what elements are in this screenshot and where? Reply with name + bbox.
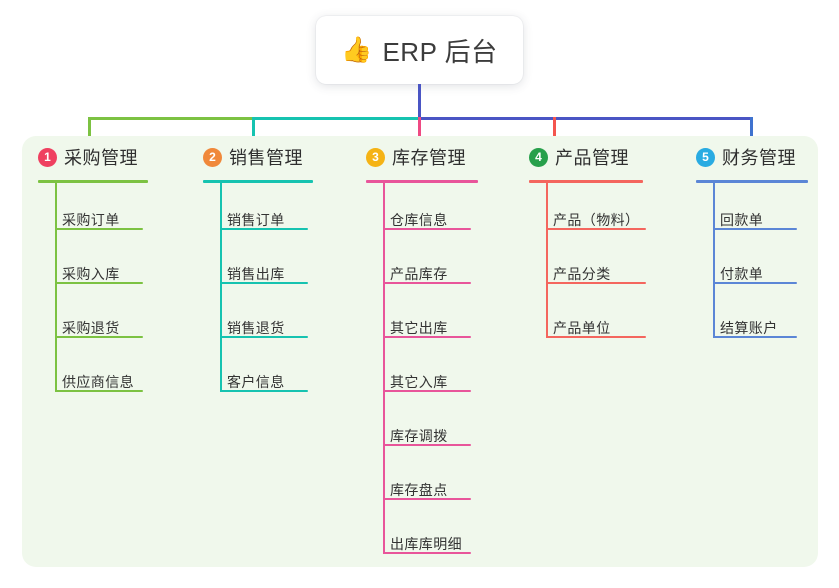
leaf-item-rule — [713, 336, 797, 338]
branch-header-3[interactable]: 3 库存管理 — [366, 144, 466, 170]
leaf-item-rule — [55, 336, 143, 338]
leaf-item[interactable]: 库存调拨 — [390, 428, 448, 444]
branch-header-rule — [366, 180, 478, 183]
bus-segment-green — [88, 117, 254, 120]
branch-header-5[interactable]: 5 财务管理 — [696, 144, 796, 170]
branch-number-badge: 3 — [366, 147, 385, 167]
leaf-item[interactable]: 产品（物料） — [553, 212, 640, 228]
leaf-item[interactable]: 仓库信息 — [390, 212, 448, 228]
root-node[interactable]: 👍 ERP 后台 — [316, 16, 523, 84]
branch-spine — [546, 180, 548, 338]
bus-segment-blue — [418, 117, 753, 120]
leaf-item-rule — [220, 336, 308, 338]
leaf-item-rule — [383, 552, 471, 554]
branch-header-rule — [203, 180, 313, 183]
branch-number-badge: 5 — [696, 147, 715, 167]
leaf-item[interactable]: 客户信息 — [227, 374, 285, 390]
leaf-item[interactable]: 其它入库 — [390, 374, 448, 390]
leaf-item[interactable]: 采购退货 — [62, 320, 120, 336]
leaf-item[interactable]: 回款单 — [720, 212, 764, 228]
branch-spine — [220, 180, 222, 392]
branch-number-badge: 1 — [38, 147, 57, 167]
branch-title: 库存管理 — [392, 148, 466, 168]
leaf-item-rule — [546, 228, 646, 230]
leaf-item-rule — [713, 282, 797, 284]
branch-header-1[interactable]: 1 采购管理 — [38, 144, 138, 170]
branch-number-badge: 4 — [529, 147, 548, 167]
leaf-item[interactable]: 库存盘点 — [390, 482, 448, 498]
leaf-item[interactable]: 采购入库 — [62, 266, 120, 282]
leaf-item-rule — [383, 498, 471, 500]
leaf-item[interactable]: 销售订单 — [227, 212, 285, 228]
bus-segment-teal — [252, 117, 420, 120]
leaf-item[interactable]: 供应商信息 — [62, 374, 134, 390]
leaf-item-rule — [383, 228, 471, 230]
branch-stub-4 — [553, 117, 556, 148]
branch-spine — [55, 180, 57, 392]
leaf-item[interactable]: 销售出库 — [227, 266, 285, 282]
branches-panel — [22, 136, 818, 567]
branch-spine — [713, 180, 715, 338]
branch-title: 销售管理 — [229, 148, 303, 168]
branch-header-rule — [38, 180, 148, 183]
leaf-item[interactable]: 销售退货 — [227, 320, 285, 336]
branch-title: 财务管理 — [722, 148, 796, 168]
branch-number-badge: 2 — [203, 147, 222, 167]
leaf-item-rule — [220, 228, 308, 230]
leaf-item-rule — [220, 390, 308, 392]
leaf-item[interactable]: 付款单 — [720, 266, 764, 282]
branch-header-4[interactable]: 4 产品管理 — [529, 144, 629, 170]
leaf-item[interactable]: 出库库明细 — [390, 536, 462, 552]
branch-stub-2 — [252, 117, 255, 148]
leaf-item-rule — [383, 390, 471, 392]
branch-header-2[interactable]: 2 销售管理 — [203, 144, 303, 170]
leaf-item[interactable]: 产品库存 — [390, 266, 448, 282]
branch-stub-1 — [88, 117, 91, 148]
leaf-item-rule — [220, 282, 308, 284]
leaf-item[interactable]: 产品分类 — [553, 266, 611, 282]
leaf-item[interactable]: 产品单位 — [553, 320, 611, 336]
leaf-item-rule — [383, 282, 471, 284]
branch-title: 产品管理 — [555, 148, 629, 168]
leaf-item[interactable]: 采购订单 — [62, 212, 120, 228]
leaf-item-rule — [383, 444, 471, 446]
root-title: ERP 后台 — [382, 36, 498, 67]
leaf-item-rule — [546, 336, 646, 338]
branch-header-rule — [529, 180, 643, 183]
leaf-item-rule — [713, 228, 797, 230]
leaf-item-rule — [383, 336, 471, 338]
leaf-item[interactable]: 其它出库 — [390, 320, 448, 336]
branch-header-rule — [696, 180, 808, 183]
branch-title: 采购管理 — [64, 148, 138, 168]
branch-spine — [383, 180, 385, 554]
root-trunk-connector — [418, 84, 421, 120]
leaf-item-rule — [55, 282, 143, 284]
leaf-item-rule — [546, 282, 646, 284]
leaf-item[interactable]: 结算账户 — [720, 320, 778, 336]
leaf-item-rule — [55, 228, 143, 230]
leaf-item-rule — [55, 390, 143, 392]
branch-stub-3 — [418, 117, 421, 148]
thumbs-up-icon: 👍 — [341, 35, 373, 64]
branch-stub-5 — [750, 117, 753, 148]
